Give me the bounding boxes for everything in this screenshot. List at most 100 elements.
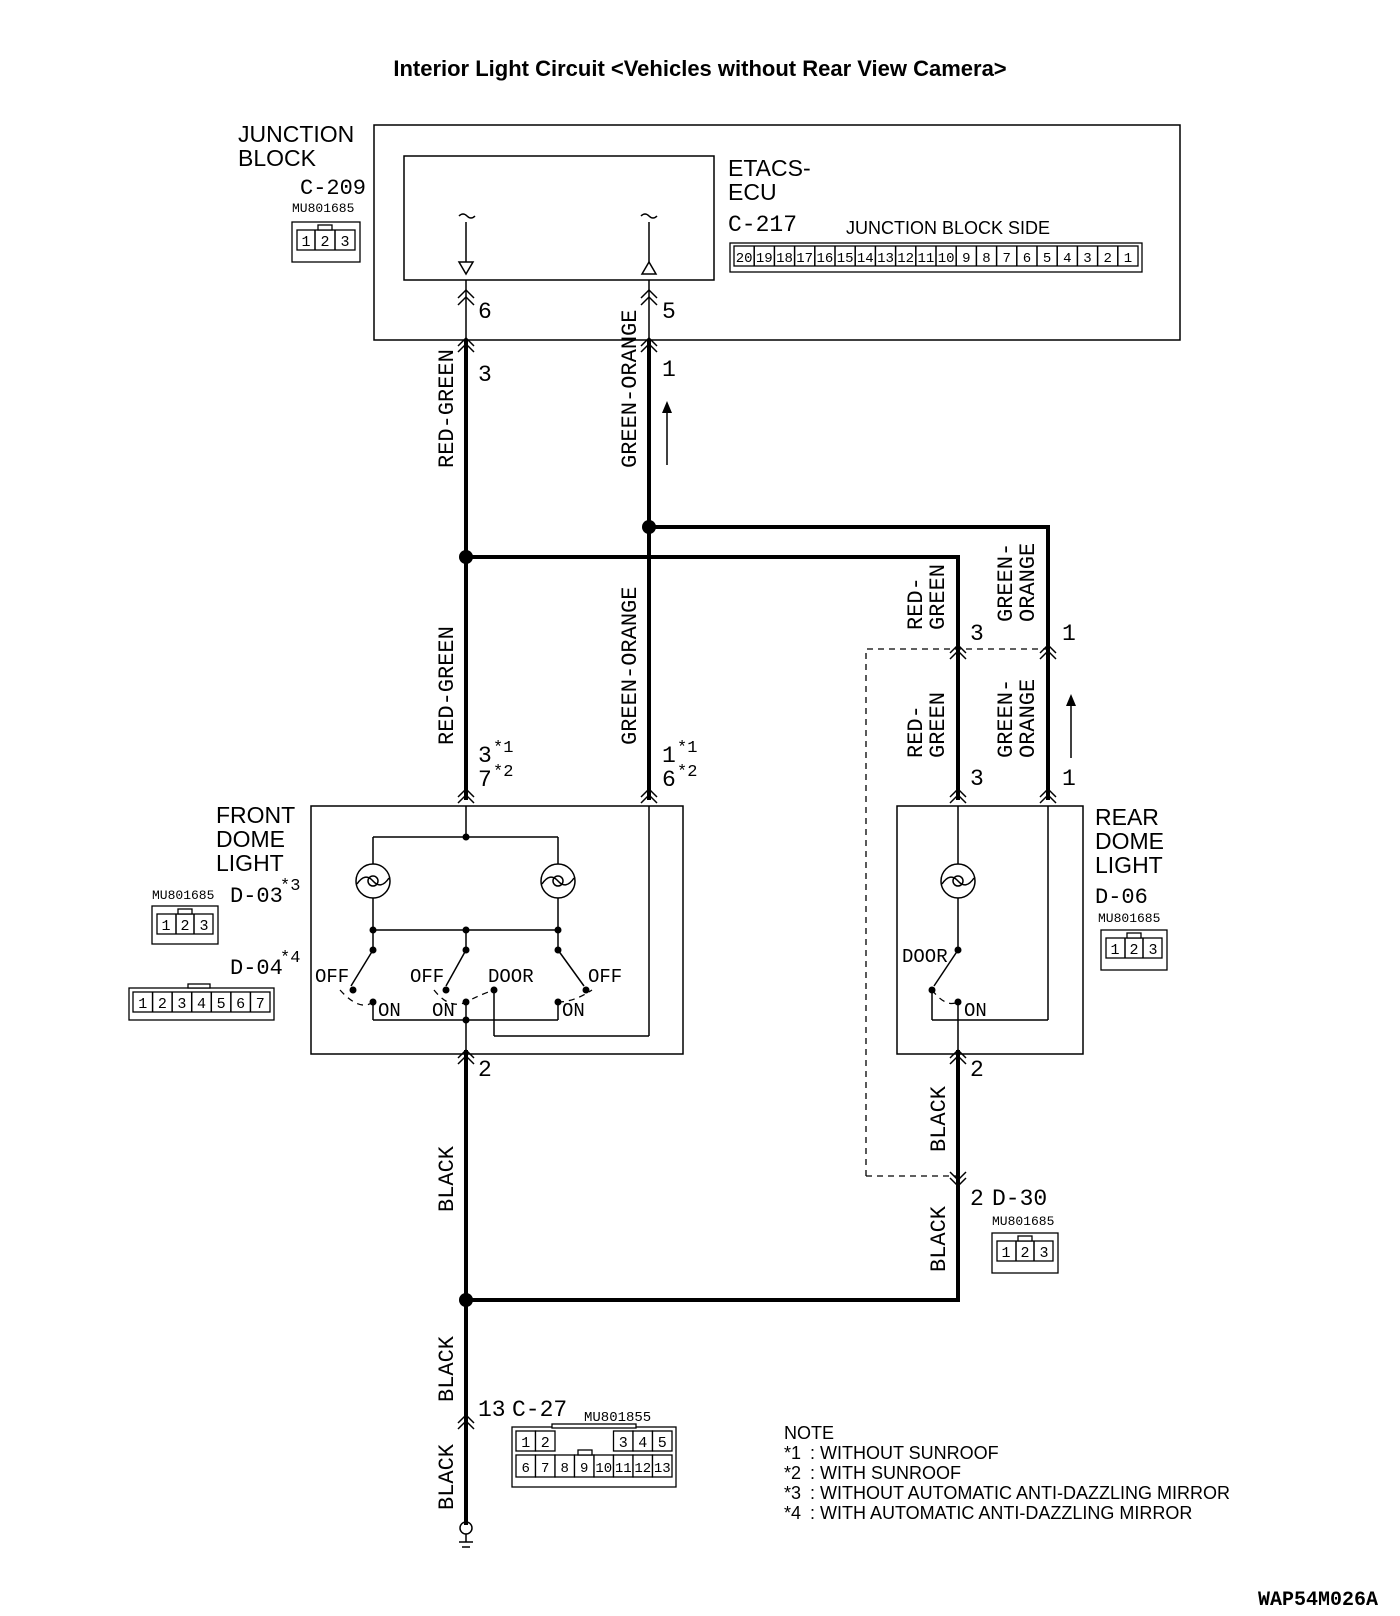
c27-pin: 11 bbox=[615, 1461, 632, 1477]
junction-block: JUNCTION BLOCK C-209 MU801685 1 2 3 ETAC… bbox=[238, 121, 1181, 341]
d04-pin: 6 bbox=[236, 996, 245, 1013]
rear-dome-label-1: REAR bbox=[1095, 804, 1159, 830]
c209-pin: 1 bbox=[301, 234, 310, 251]
pin-number: 2 bbox=[478, 1057, 492, 1083]
c217-pin: 4 bbox=[1063, 251, 1071, 267]
c209-connector-label: C-209 bbox=[300, 176, 366, 201]
pin-number: 1 bbox=[662, 357, 676, 383]
c27-pin: 7 bbox=[541, 1461, 549, 1477]
note-text: : WITHOUT AUTOMATIC ANTI-DAZZLING MIRROR bbox=[810, 1483, 1230, 1503]
d06-part-number: MU801685 bbox=[1098, 911, 1160, 926]
c217-pin: 12 bbox=[897, 251, 914, 267]
d30-pin: 3 bbox=[1039, 1245, 1048, 1262]
wire-label-black: BLACK bbox=[435, 1145, 460, 1212]
note-mark: *4 bbox=[784, 1503, 801, 1523]
star-mark: *3 bbox=[280, 877, 300, 896]
c217-pin: 10 bbox=[938, 251, 955, 267]
pin-number: 7 bbox=[478, 767, 492, 793]
pin-labels: 3 1 3 *1 7 *2 1 *1 6 *2 3 1 3 1 2 2 bbox=[478, 357, 1076, 1083]
pin-number: 1 bbox=[1062, 621, 1076, 647]
note-mark: *2 bbox=[784, 1463, 801, 1483]
wire-label-red-green: RED-GREEN bbox=[435, 349, 460, 468]
pin-number: 1 bbox=[662, 743, 676, 769]
c217-pin: 18 bbox=[776, 251, 793, 267]
d06-pin: 1 bbox=[1110, 942, 1119, 959]
figure-id: WAP54M026A bbox=[1258, 1589, 1378, 1612]
ecu-input-symbol bbox=[640, 213, 658, 275]
c217-connector-label: C-217 bbox=[728, 212, 797, 238]
wire-label-black: BLACK bbox=[927, 1085, 952, 1152]
d04-pin: 5 bbox=[217, 996, 226, 1013]
wire-harness bbox=[457, 336, 1076, 1548]
d30-part-number: MU801685 bbox=[992, 1214, 1054, 1229]
current-arrow-icon bbox=[662, 401, 672, 465]
d03-pin: 3 bbox=[199, 918, 208, 935]
note-mark: *3 bbox=[784, 1483, 801, 1503]
d04-pin: 7 bbox=[256, 996, 265, 1013]
d03-connector-label: D-03 bbox=[230, 884, 283, 909]
rear-dome-label-3: LIGHT bbox=[1095, 852, 1163, 878]
wire-label-green: GREEN- bbox=[994, 543, 1019, 622]
pin-number: 2 bbox=[970, 1057, 984, 1083]
note-text: : WITHOUT SUNROOF bbox=[810, 1443, 999, 1463]
front-dome-label-1: FRONT bbox=[216, 802, 295, 828]
d04-pin: 4 bbox=[197, 996, 206, 1013]
c217-pin: 7 bbox=[1002, 251, 1010, 267]
c27-pin: 1 bbox=[521, 1435, 530, 1452]
c217-pin: 9 bbox=[962, 251, 970, 267]
pin-number: 3 bbox=[478, 362, 492, 388]
wire-label-black: BLACK bbox=[927, 1205, 952, 1272]
c217-pin: 3 bbox=[1083, 251, 1091, 267]
front-dome-light: FRONT DOME LIGHT D-03 *3 MU801685 1 2 3 … bbox=[128, 802, 684, 1055]
c209-connector-icon: 1 2 3 bbox=[291, 221, 361, 263]
c27-pin: 2 bbox=[541, 1435, 550, 1452]
c27-pin: 8 bbox=[561, 1461, 569, 1477]
c27-pin: 3 bbox=[619, 1435, 628, 1452]
front-dome-label-3: LIGHT bbox=[216, 850, 284, 876]
d03-pin: 2 bbox=[180, 918, 189, 935]
c27-pin: 10 bbox=[595, 1461, 612, 1477]
d06-connector-label: D-06 bbox=[1095, 885, 1148, 910]
c27-pin: 13 bbox=[654, 1461, 671, 1477]
etacs-ecu-label-1: ETACS- bbox=[728, 155, 811, 181]
switch-off-label: OFF bbox=[588, 966, 622, 988]
c217-pin: 13 bbox=[877, 251, 894, 267]
d30-connector: 2 D-30 MU801685 1 2 3 bbox=[970, 1186, 1059, 1274]
switch-on-label: ON bbox=[562, 1000, 585, 1022]
c209-pin: 2 bbox=[320, 234, 329, 251]
wire-color-labels: RED-GREEN GREEN-ORANGE RED-GREEN GREEN-O… bbox=[435, 310, 1041, 1510]
c27-pin-label: 13 bbox=[478, 1397, 506, 1423]
d04-pin: 2 bbox=[158, 996, 167, 1013]
rear-dome-label-2: DOME bbox=[1095, 828, 1164, 854]
note-text: : WITH AUTOMATIC ANTI-DAZZLING MIRROR bbox=[810, 1503, 1192, 1523]
d03-connector-icon: 1 2 3 bbox=[151, 905, 219, 945]
c217-pin: 19 bbox=[756, 251, 773, 267]
front-switch-right: OFF ON bbox=[466, 930, 622, 1022]
star-mark: *1 bbox=[677, 739, 697, 758]
wire-label-orange: ORANGE bbox=[1016, 543, 1041, 622]
wire-label-green: GREEN bbox=[926, 564, 951, 630]
c209-part-number: MU801685 bbox=[292, 201, 354, 216]
lamp-icon bbox=[940, 863, 976, 899]
c217-pin: 14 bbox=[857, 251, 874, 267]
c217-pin: 6 bbox=[1023, 251, 1031, 267]
c209-pin: 3 bbox=[340, 234, 349, 251]
c27-pin: 4 bbox=[638, 1435, 647, 1452]
ecu-output-symbol bbox=[457, 213, 476, 276]
d06-connector-icon: 1 2 3 bbox=[1100, 929, 1168, 971]
d30-pin: 2 bbox=[1020, 1245, 1029, 1262]
wire-label-green-orange: GREEN-ORANGE bbox=[618, 310, 643, 468]
etacs-ecu-label-2: ECU bbox=[728, 179, 777, 205]
notes: NOTE *1: WITHOUT SUNROOF*2: WITH SUNROOF… bbox=[784, 1423, 1230, 1523]
c217-pin: 17 bbox=[796, 251, 813, 267]
note-text: : WITH SUNROOF bbox=[810, 1463, 961, 1483]
c217-pin: 2 bbox=[1103, 251, 1111, 267]
star-mark: *2 bbox=[493, 763, 513, 782]
switch-door-label: DOOR bbox=[488, 966, 534, 988]
rear-dome-light: REAR DOME LIGHT D-06 MU801685 1 2 3 bbox=[896, 804, 1168, 1055]
c27-connector-label: C-27 bbox=[512, 1397, 567, 1423]
wire-label-green: GREEN bbox=[926, 692, 951, 758]
